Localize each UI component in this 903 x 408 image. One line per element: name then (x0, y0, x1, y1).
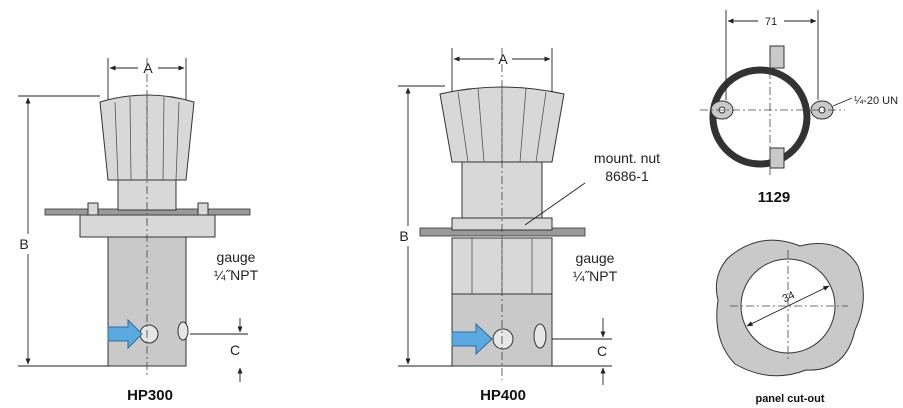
hp400-gauge-port (492, 328, 514, 350)
hp300-side-port (177, 321, 189, 341)
hp400-dim-a: A (498, 51, 508, 67)
hp300-bolt-right (197, 202, 209, 216)
cutout-caption: panel cut-out (755, 393, 824, 405)
hp300-dim-b: B (19, 236, 28, 252)
hp300-dim-a: A (143, 60, 153, 76)
hp300-dimensions (18, 58, 248, 382)
bracket-width-value: 71 (765, 16, 777, 28)
hp400-nut-part: 8686-1 (605, 168, 649, 184)
cutout-diameter-label: 34 (781, 289, 797, 305)
bracket-caption: 1129 (758, 189, 791, 206)
hp300-flow-arrow (107, 318, 143, 350)
hp400-caption: HP400 (480, 387, 526, 404)
cutout-diameter-line (746, 285, 830, 327)
hp300-body (107, 227, 187, 367)
bracket-drawing (700, 10, 853, 175)
hp400-gauge-label: gauge (576, 250, 615, 266)
bracket-bolt-bottom (769, 147, 785, 169)
hp300-drawing (44, 58, 251, 378)
bracket-thread-label: ¼-20 UN (854, 95, 898, 107)
hp300-gauge-thread: ¼˝NPT (214, 267, 259, 283)
hp400-dim-c: C (597, 343, 607, 359)
hp300-dim-c: C (230, 342, 240, 358)
hp400-flow-arrow (451, 322, 493, 356)
hp400-dimensions (398, 48, 612, 385)
hp400-nut-label: mount. nut (594, 150, 660, 166)
hp300-caption: HP300 (127, 387, 173, 404)
hp400-dim-b: B (399, 228, 408, 244)
hp300-bolt-left (87, 202, 99, 216)
hp400-drawing (419, 48, 586, 380)
cutout-drawing (715, 239, 864, 377)
hp400-gauge-thread: ¼˝NPT (573, 268, 618, 284)
hp400-side-port (533, 323, 547, 349)
nut-leader-line (524, 182, 586, 226)
bracket-bolt-top (769, 45, 785, 69)
hp300-gauge-label: gauge (217, 249, 256, 265)
hp300-mount-plate (79, 214, 216, 238)
